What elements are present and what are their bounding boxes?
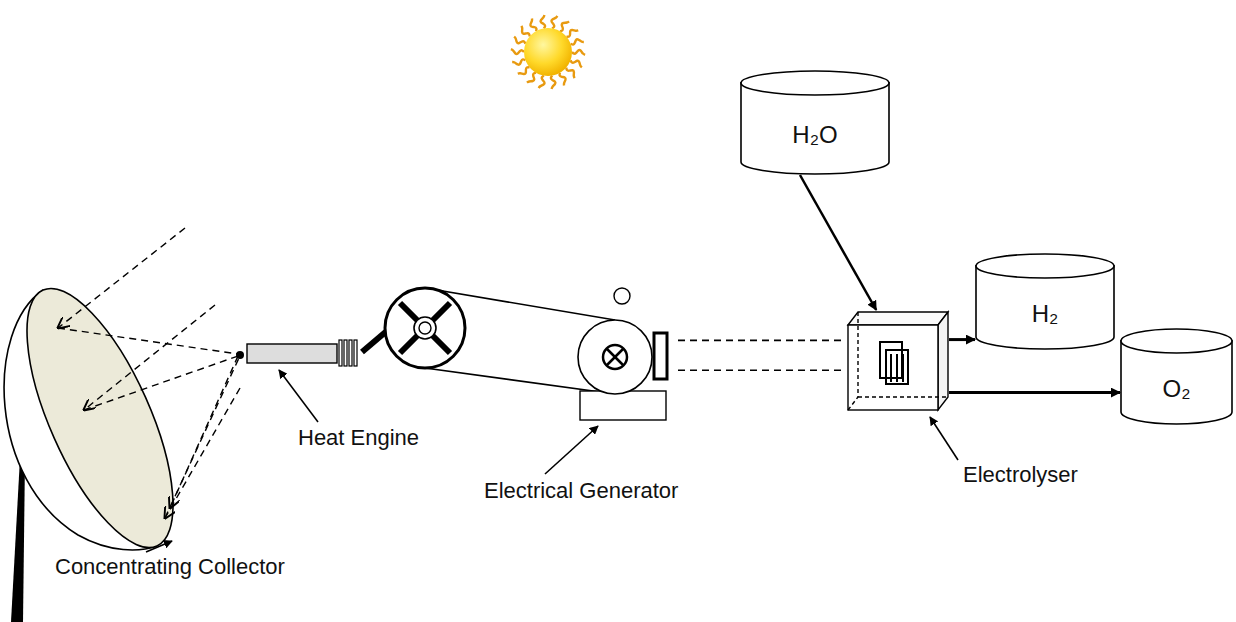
generator-body [614, 288, 630, 304]
flywheel [385, 288, 465, 368]
leader-line [146, 370, 958, 552]
cylinder-top [1121, 329, 1232, 353]
generator-body [578, 288, 667, 420]
wire-connector [678, 340, 845, 370]
oxygen-tank: O₂ [1120, 328, 1233, 425]
tank-label: H₂ [1032, 300, 1059, 328]
flywheel [419, 322, 431, 334]
generator-body [607, 349, 623, 365]
tank-label: O₂ [1163, 375, 1191, 403]
sun [524, 28, 572, 76]
part-label: Electrical Generator [484, 478, 678, 503]
sun [511, 15, 585, 89]
flywheel [414, 317, 436, 339]
electrolyser-cell [848, 312, 948, 410]
leader-line [279, 370, 318, 422]
sun [527, 73, 536, 83]
leader-line [930, 417, 958, 460]
part-label: Electrolyser [963, 462, 1078, 487]
generator-body [603, 345, 627, 369]
flywheel [400, 303, 450, 353]
heat-engine-cylinder [354, 340, 357, 366]
sun [572, 50, 585, 55]
water-tank: H₂O [740, 70, 890, 175]
flywheel [385, 288, 465, 368]
flow-arrow [800, 175, 876, 310]
sun [571, 60, 582, 67]
heat-engine-cylinder [247, 318, 402, 366]
flywheel [400, 303, 450, 353]
cylinder-top [976, 254, 1114, 278]
electrolyser-cell [896, 354, 898, 382]
flow-arrow [949, 338, 975, 341]
light-ray [58, 228, 240, 518]
electrical-generator: Electrical Generator [578, 286, 678, 422]
sun [530, 18, 536, 31]
sun [566, 67, 574, 78]
sun [571, 39, 584, 44]
focus-point [236, 351, 244, 359]
leader-line [545, 426, 598, 474]
sun [560, 73, 566, 86]
heat-engine-cylinder [344, 340, 347, 366]
generator-body [607, 349, 623, 365]
light-ray [165, 388, 240, 518]
sun [560, 21, 569, 31]
electrolyser-cell [886, 350, 908, 384]
collector: Concentrating Collector [5, 288, 180, 550]
collector-dish [0, 270, 203, 566]
electrolyser-cell [858, 396, 948, 397]
sun [511, 49, 524, 54]
heat-engine-cylinder [349, 340, 352, 366]
heat-engine-cylinder [339, 340, 357, 366]
sun [511, 15, 585, 89]
leader-line [146, 541, 172, 552]
part-label: Concentrating Collector [55, 554, 285, 579]
light-ray [58, 328, 238, 354]
electrolyser-cell [848, 397, 858, 410]
electrolyser-cell [890, 354, 892, 382]
sun [518, 67, 530, 74]
electrolyser-cell [848, 312, 948, 325]
collector-stand [11, 458, 25, 622]
cylinder-top [741, 71, 889, 95]
heat-engine: Heat Engine [245, 340, 365, 366]
generator-body [580, 391, 666, 420]
flow-arrow [949, 391, 1120, 394]
hydrogen-tank: H₂ [975, 253, 1115, 350]
sun [514, 37, 525, 44]
collector-stand [11, 458, 25, 622]
generator-body [654, 333, 667, 379]
electrolyser-cell [857, 312, 858, 397]
sun [541, 15, 546, 28]
sun [539, 76, 545, 88]
electrolyser-cell [902, 354, 904, 382]
light-ray [84, 356, 238, 410]
sun [566, 30, 578, 37]
sun [521, 26, 529, 37]
light-ray [84, 305, 215, 410]
heat-engine-cylinder [247, 344, 337, 363]
light-ray [58, 228, 185, 328]
light-ray [170, 356, 238, 508]
sun [551, 16, 557, 28]
electrolyser: Electrolyser [845, 310, 949, 412]
electrolyser-cell [938, 312, 948, 410]
cylinder-side [741, 82, 889, 174]
collector-dish [0, 270, 203, 566]
heat-engine-cylinder [339, 340, 342, 366]
focus-point [236, 351, 244, 359]
part-label: Heat Engine [298, 425, 419, 450]
generator-body [578, 320, 652, 394]
sun [551, 76, 556, 89]
sun [512, 59, 525, 64]
tank-label: H₂O [792, 121, 837, 149]
